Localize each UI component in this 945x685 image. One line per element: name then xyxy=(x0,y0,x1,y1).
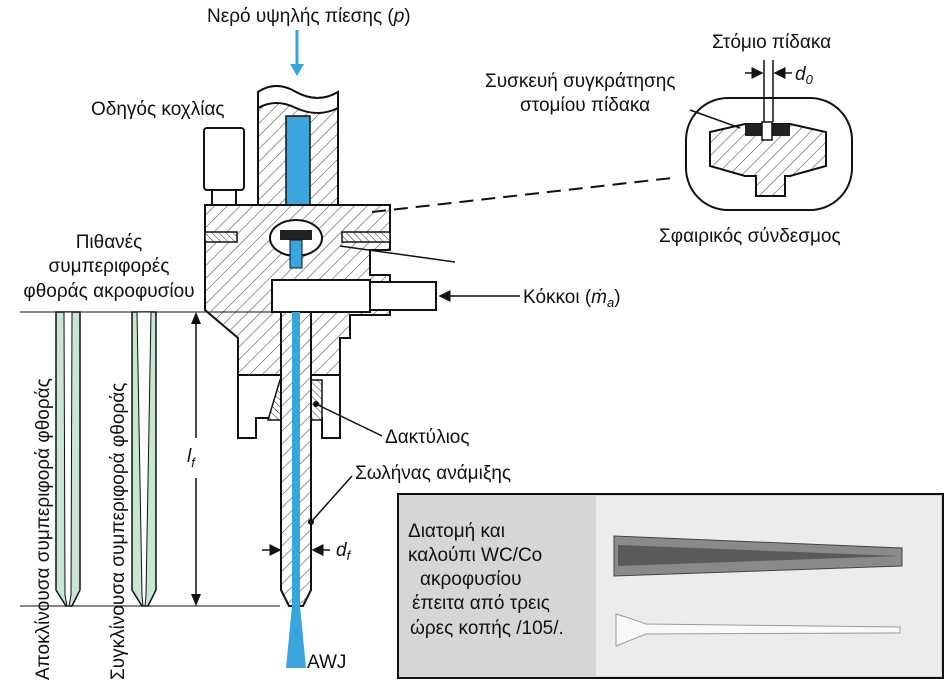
water-inlet-arrowhead xyxy=(290,64,304,76)
jet-stream-upper xyxy=(289,239,303,269)
photo-caption-4: έπειτα από τρεις xyxy=(412,593,550,614)
detail-callout-line xyxy=(371,177,673,213)
photo-caption-3: ακροφυσίου xyxy=(420,569,521,590)
spherical-joint-label: Σφαιρικός σύνδεσμος xyxy=(659,226,841,247)
spherical-joint-leader xyxy=(339,245,456,263)
mixing-tube-leader xyxy=(310,475,353,523)
screw-guide-knob xyxy=(203,127,245,191)
diverging-bore xyxy=(63,311,73,607)
screw-guide-label: Οδηγός κοχλίας xyxy=(91,99,225,120)
photo-nozzle-groove xyxy=(618,545,900,566)
converging-label: Συγκλίνουσα συμπεριφορά φθοράς xyxy=(108,383,129,680)
ring-label: Δακτύλιος xyxy=(385,427,470,448)
gasket-left xyxy=(204,231,238,243)
lf-label: lf xyxy=(187,446,196,470)
abrasive-inlet xyxy=(369,281,437,311)
wear-title-3: φθοράς ακροφυσίου xyxy=(23,281,194,302)
orifice-holder-leader xyxy=(689,109,741,129)
pipe-break-top xyxy=(257,85,339,114)
diverging-label: Αποκλίνουσα συμπεριφορά φθοράς xyxy=(33,378,54,680)
wear-title-1: Πιθανές xyxy=(76,232,143,253)
orifice-label: Στόμιο πίδακα xyxy=(712,32,831,53)
mixing-chamber xyxy=(271,279,371,313)
ring-leader-dot xyxy=(313,401,319,407)
photo-caption-1: Διατομή και xyxy=(408,521,505,542)
photo-caption-5: ώρες κοπής /105/. xyxy=(410,618,564,639)
ring-leader xyxy=(317,404,383,437)
converging-bore xyxy=(136,311,152,607)
mixing-tube-leader-dot xyxy=(308,519,314,525)
photo-caption-2: καλούπι WC/Co xyxy=(408,545,542,566)
gasket-right xyxy=(341,231,391,243)
abrasive-label: Κόκκοι (ṁa) xyxy=(523,287,621,310)
lf-arrow-top xyxy=(191,312,201,324)
awj-jet xyxy=(286,606,306,668)
orifice-holder xyxy=(280,230,312,240)
d0-label: d0 xyxy=(795,64,814,87)
water-inlet-label: Νερό υψηλής πίεσης (p) xyxy=(207,6,411,27)
lf-label-bg xyxy=(183,438,207,478)
df-label: df xyxy=(336,540,352,563)
photo-mold xyxy=(615,613,901,647)
mixing-tube-label: Σωλήνας ανάμιξης xyxy=(355,463,511,484)
orifice-holder-label-2: στομίου πίδακα xyxy=(520,95,650,116)
orifice-holder-label-1: Συσκευή συγκράτησης xyxy=(485,71,676,92)
orifice-detail-bore xyxy=(761,121,773,141)
lf-arrow-bottom xyxy=(191,594,201,606)
awj-label: AWJ xyxy=(307,652,346,673)
wear-title-2: συμπεριφορές xyxy=(49,256,170,277)
photo-area xyxy=(596,496,941,676)
jet-stream-tube xyxy=(292,312,300,608)
